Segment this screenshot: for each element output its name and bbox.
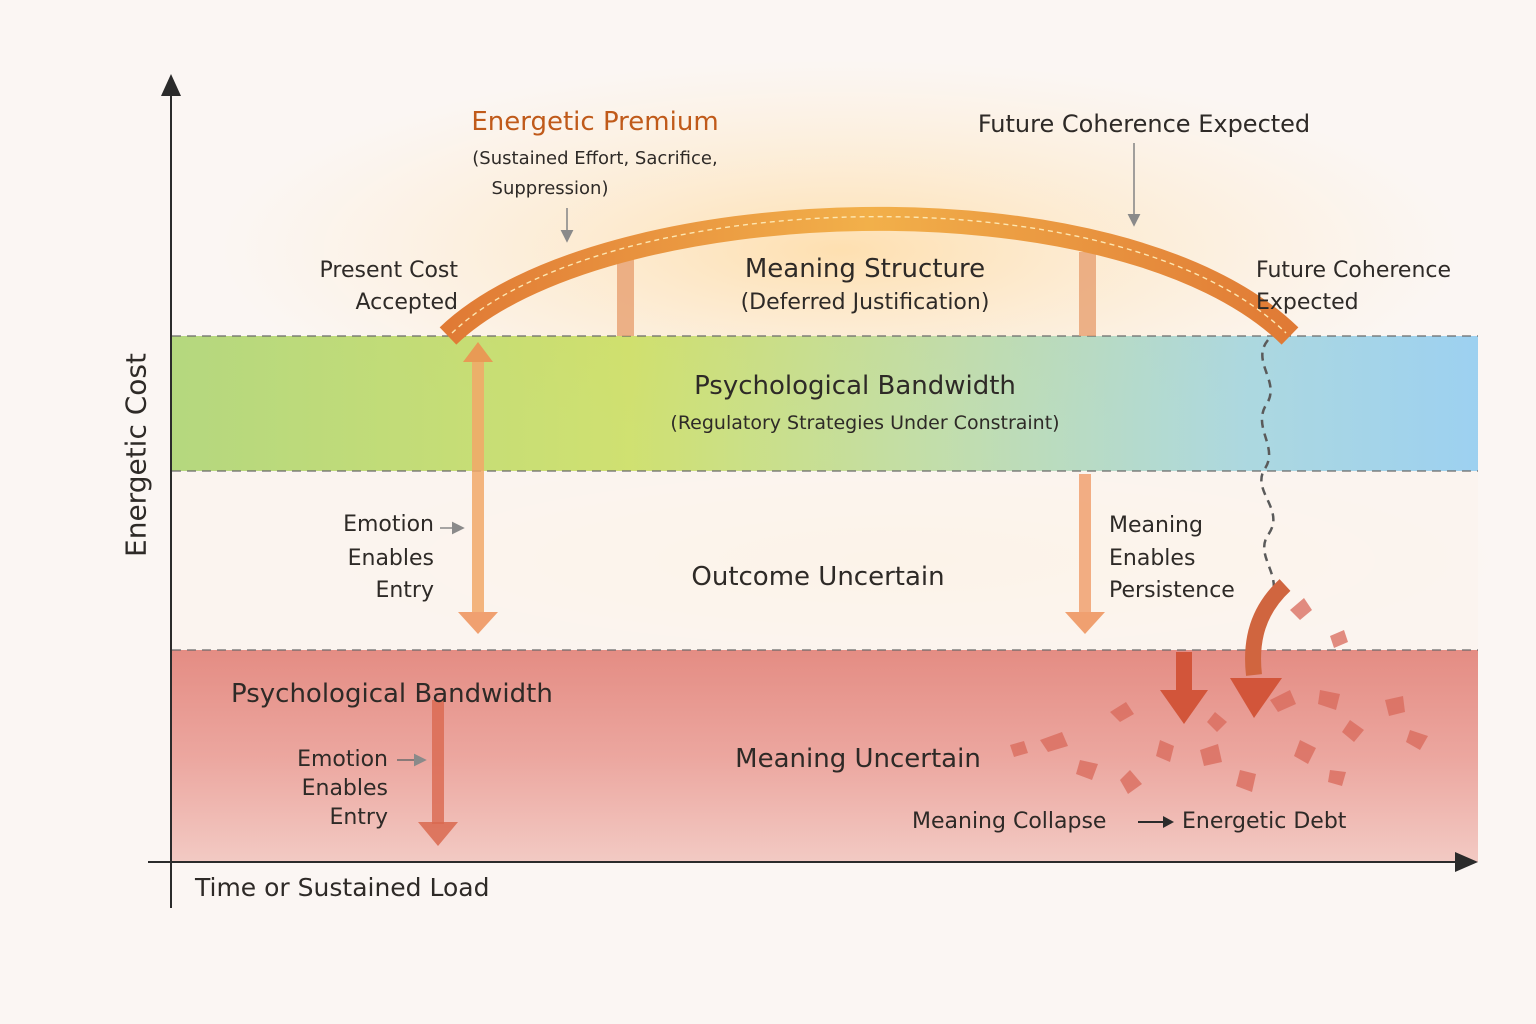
breakdown-wavy-path — [1260, 339, 1276, 601]
bandwidth-band — [172, 336, 1478, 471]
bottom-emotion-arrow — [418, 700, 458, 846]
meaning-label-1: Meaning — [1109, 513, 1203, 538]
deferred-justification: (Deferred Justification) — [740, 290, 990, 315]
arch-pillar-left — [617, 252, 634, 336]
meaning-label-3: Persistence — [1109, 578, 1235, 603]
emotion-label-2: Enables — [347, 546, 434, 571]
meaning-structure-arch — [439, 206, 1299, 345]
arch-pillar-right — [1079, 252, 1096, 336]
arch-stitching — [451, 215, 1287, 334]
meaning-structure-title: Meaning Structure — [744, 254, 986, 284]
meaning-label-2: Enables — [1109, 546, 1196, 571]
meaning-collapse-label: Meaning Collapse — [912, 809, 1107, 834]
energetic-premium-sub-2: Suppression) — [491, 178, 609, 199]
x-axis-label: Time or Sustained Load — [195, 873, 490, 902]
bandwidth-title: Psychological Bandwidth — [694, 371, 1016, 401]
outcome-uncertain-label: Outcome Uncertain — [691, 562, 945, 592]
collapse-to-debt-arrow — [1138, 816, 1174, 828]
y-axis-arrowhead — [161, 74, 181, 96]
energetic-premium-sub-1: (Sustained Effort, Sacrifice, — [472, 148, 718, 169]
bottom-emotion-1: Emotion — [297, 747, 388, 772]
bottom-emotion-2: Enables — [301, 776, 388, 801]
bandwidth-subtitle: (Regulatory Strategies Under Constraint) — [670, 412, 1060, 434]
present-cost-line-2: Accepted — [355, 290, 458, 315]
bottom-bandwidth-title: Psychological Bandwidth — [231, 679, 553, 709]
collapse-fragments — [1010, 598, 1428, 794]
x-axis-arrowhead — [1455, 852, 1478, 872]
present-cost-line-1: Present Cost — [319, 258, 458, 283]
emotion-label-3: Entry — [375, 578, 434, 603]
energetic-premium-title: Energetic Premium — [471, 107, 719, 137]
future-coherence-right-2: Expected — [1256, 290, 1359, 315]
meaning-persistence-arrow — [1065, 474, 1105, 634]
bottom-emotion-3: Entry — [329, 805, 388, 830]
energetic-debt-label: Energetic Debt — [1182, 809, 1347, 834]
y-axis-label: Energetic Cost — [119, 353, 153, 557]
future-coherence-right-1: Future Coherence — [1256, 258, 1452, 283]
meaning-uncertain-label: Meaning Uncertain — [735, 744, 981, 774]
emotion-entry-arrow — [458, 342, 498, 634]
emotion-label-1: Emotion — [343, 512, 434, 537]
collapse-arrow-left — [1160, 652, 1208, 724]
collapse-arrow-right — [1230, 579, 1291, 718]
future-coherence-top: Future Coherence Expected — [977, 110, 1311, 138]
